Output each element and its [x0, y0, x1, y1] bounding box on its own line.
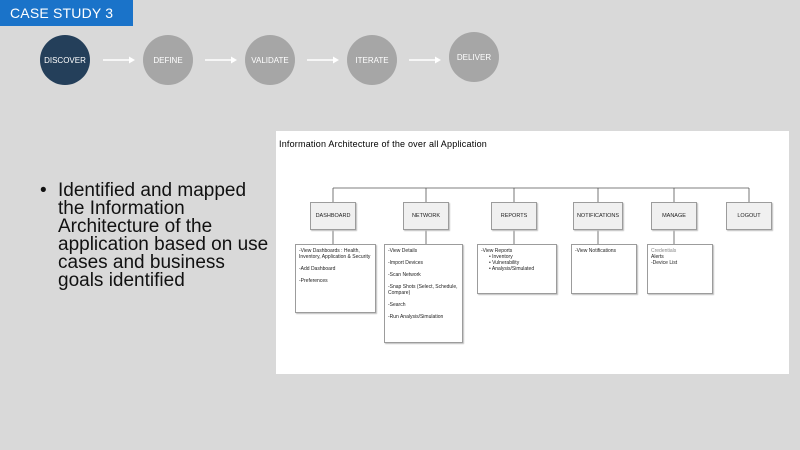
ia-detail-subitem: • Analysis/Simulated	[489, 266, 535, 272]
ia-detail-item: -Preferences	[299, 278, 328, 284]
ia-detail-dashboard: -View Dashboards : Health, Inventory, Ap…	[295, 244, 376, 313]
step-deliver[interactable]: DELIVER	[449, 32, 499, 82]
bullet-dot: •	[40, 180, 47, 201]
ia-detail-item: -View Notifications	[575, 248, 617, 254]
step-label: ITERATE	[355, 55, 389, 65]
step-label: DISCOVER	[44, 55, 86, 65]
ia-detail-item: -Device List	[651, 260, 678, 266]
ia-detail-reports: -View Reports • Inventory • Vulnerabilit…	[477, 244, 557, 294]
ia-detail-item: -Search	[388, 302, 406, 308]
ia-node-notifications: NOTIFICATIONS	[573, 202, 623, 230]
bullet-point: • Identified and mapped the Information …	[40, 180, 275, 291]
ia-title: Information Architecture of the over all…	[279, 139, 488, 149]
ia-detail-subitem: • Inventory	[489, 254, 513, 260]
ia-detail-item: -Snap Shots (Select, Schedule, Compare)	[388, 284, 458, 296]
arrow-right-icon	[307, 56, 339, 64]
ia-detail-network: -View Details -Import Devices -Scan Netw…	[384, 244, 463, 343]
ia-detail-item: -View Dashboards : Health, Inventory, Ap…	[299, 248, 371, 260]
step-define[interactable]: DEFINE	[143, 35, 193, 85]
arrow-right-icon	[103, 56, 135, 64]
arrow-right-icon	[205, 56, 237, 64]
ia-detail-item: -View Reports	[481, 248, 513, 254]
ia-detail-item: Alerts	[651, 254, 664, 260]
ia-node-manage: MANAGE	[651, 202, 697, 230]
step-validate[interactable]: VALIDATE	[245, 35, 295, 85]
step-label: DELIVER	[456, 52, 492, 62]
ia-detail-notifications: -View Notifications	[571, 244, 637, 294]
step-discover[interactable]: DISCOVER	[40, 35, 90, 85]
ia-diagram: Information Architecture of the over all…	[276, 131, 789, 374]
ia-detail-subitem: • Vulnerability	[489, 260, 520, 266]
ia-detail-item: Credentials	[651, 248, 677, 254]
ia-node-dashboard: DASHBOARD	[310, 202, 356, 230]
ia-detail-manage: Credentials Alerts -Device List	[647, 244, 713, 294]
arrow-right-icon	[409, 56, 441, 64]
ia-detail-item: -Scan Network	[388, 272, 421, 278]
ia-connector-lines	[332, 187, 750, 244]
ia-node-reports: REPORTS	[491, 202, 537, 230]
ia-detail-subitem-text: Inventory	[492, 254, 513, 260]
step-iterate[interactable]: ITERATE	[347, 35, 397, 85]
bullet-text: Identified and mapped the Information Ar…	[58, 180, 269, 291]
ia-detail-item: -Import Devices	[388, 260, 424, 266]
ia-node-logout: LOGOUT	[726, 202, 772, 230]
ia-detail-subitem-text: Analysis/Simulated	[491, 266, 535, 272]
ia-detail-item: -Run Analysis/Simulation	[388, 314, 444, 320]
ia-node-network: NETWORK	[403, 202, 449, 230]
ia-detail-item: -Add Dashboard	[299, 266, 336, 272]
step-label: DEFINE	[153, 55, 183, 65]
ia-detail-item: -View Details	[388, 248, 418, 254]
ia-detail-subitem-text: Vulnerability	[492, 260, 520, 266]
step-label: VALIDATE	[251, 55, 289, 65]
case-study-tag: CASE STUDY 3	[0, 0, 133, 26]
